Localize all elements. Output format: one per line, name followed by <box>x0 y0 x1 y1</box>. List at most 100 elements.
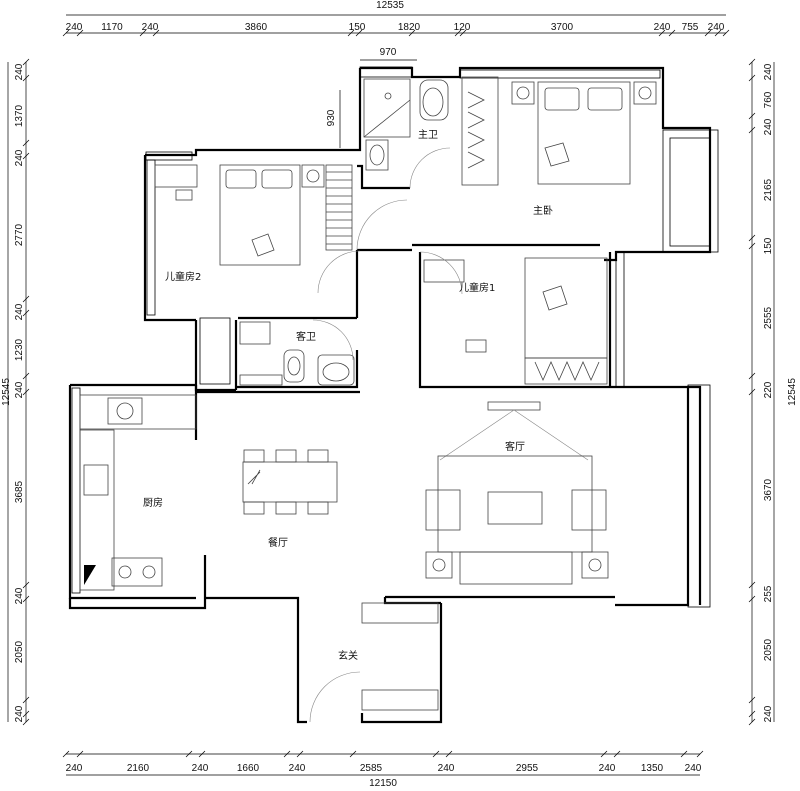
dimension-tick <box>139 29 147 37</box>
left-seg-2: 240 <box>14 149 25 166</box>
kids-room-2-furniture <box>154 164 353 266</box>
dimension-tick <box>22 696 30 704</box>
dimension-tick <box>748 696 756 704</box>
bottom-seg-7: 2955 <box>516 763 539 774</box>
bottom-seg-2: 240 <box>192 763 209 774</box>
top-seg-6: 120 <box>454 22 471 33</box>
dimension-tick <box>22 58 30 66</box>
dimension-tick <box>722 29 730 37</box>
doors <box>309 147 463 723</box>
dimension-left <box>7 58 341 726</box>
room-label-dining-room: 餐厅 <box>268 536 288 549</box>
dimension-tick <box>748 718 756 726</box>
bottom-seg-0: 240 <box>66 763 83 774</box>
dimension-tick <box>600 750 608 758</box>
top-seg-3: 3860 <box>245 22 268 33</box>
left-seg-1: 1370 <box>14 104 25 127</box>
living-room-furniture <box>425 401 609 585</box>
dimension-tick <box>347 29 355 37</box>
dimension-tick <box>22 139 30 147</box>
dimension-tick <box>704 29 712 37</box>
right-seg-0: 240 <box>763 63 774 80</box>
dimension-tick <box>22 74 30 82</box>
dimension-tick <box>198 750 206 758</box>
dimension-bottom <box>62 750 704 776</box>
dimension-tick <box>76 750 84 758</box>
room-label-entrance: 玄关 <box>338 649 358 662</box>
dimension-tick <box>748 372 756 380</box>
dimension-tick <box>748 242 756 250</box>
dimension-tick <box>748 58 756 66</box>
dimension-tick <box>748 581 756 589</box>
bottom-seg-3: 1660 <box>237 763 260 774</box>
master-bath-fixtures <box>363 78 449 171</box>
top-inner-label: 970 <box>380 47 397 58</box>
top-seg-10: 240 <box>708 22 725 33</box>
left-seg-9: 2050 <box>14 640 25 663</box>
dimension-tick <box>408 29 416 37</box>
dimension-tick <box>613 750 621 758</box>
top-seg-8: 240 <box>654 22 671 33</box>
dimension-tick <box>296 750 304 758</box>
top-total-label: 12535 <box>376 0 404 11</box>
dimension-tick <box>714 29 722 37</box>
right-seg-4: 150 <box>763 237 774 254</box>
master-wardrobe <box>461 76 499 186</box>
dimension-tick <box>748 388 756 396</box>
bottom-seg-5: 2585 <box>360 763 383 774</box>
dimension-tick <box>658 29 666 37</box>
windows <box>71 66 719 608</box>
top-seg-7: 3700 <box>551 22 574 33</box>
bottom-seg-10: 240 <box>685 763 702 774</box>
right-seg-5: 2555 <box>763 306 774 329</box>
dimension-tick <box>696 750 704 758</box>
right-seg-2: 240 <box>763 118 774 135</box>
bottom-seg-8: 240 <box>599 763 616 774</box>
dimension-tick <box>152 29 160 37</box>
right-seg-6: 220 <box>763 381 774 398</box>
dimension-tick <box>748 126 756 134</box>
top-seg-0: 240 <box>66 22 83 33</box>
dimension-right <box>748 58 775 726</box>
right-seg-3: 2165 <box>763 178 774 201</box>
dimension-tick <box>62 750 70 758</box>
dimension-tick <box>22 581 30 589</box>
top-seg-9: 755 <box>682 22 699 33</box>
dimension-tick <box>22 372 30 380</box>
left-seg-5: 1230 <box>14 338 25 361</box>
top-seg-5: 1820 <box>398 22 421 33</box>
room-label-kitchen: 厨房 <box>143 496 163 509</box>
entrance-fixtures <box>361 602 439 711</box>
dimension-tick <box>748 710 756 718</box>
top-seg-4: 150 <box>349 22 366 33</box>
dimension-tick <box>185 750 193 758</box>
bottom-seg-9: 1350 <box>641 763 664 774</box>
dimension-tick <box>454 29 462 37</box>
dimension-tick <box>76 29 84 37</box>
left-seg-0: 240 <box>14 63 25 80</box>
top-seg-2: 240 <box>142 22 159 33</box>
dimension-tick <box>748 112 756 120</box>
dimension-tick <box>748 595 756 603</box>
top-seg-1: 1170 <box>101 22 123 33</box>
left-seg-8: 240 <box>14 587 25 604</box>
left-seg-3: 2770 <box>14 223 25 246</box>
right-seg-1: 760 <box>763 91 774 108</box>
left-seg-10: 240 <box>14 705 25 722</box>
room-label-kids-room-1: 儿童房1 <box>459 281 495 294</box>
right-seg-10: 240 <box>763 705 774 722</box>
left-seg-6: 240 <box>14 381 25 398</box>
dimension-tick <box>355 29 363 37</box>
left-total-label: 12545 <box>1 378 12 406</box>
dimension-tick <box>432 750 440 758</box>
dimension-tick <box>22 152 30 160</box>
room-label-living-room: 客厅 <box>505 440 525 453</box>
dimension-tick <box>62 29 70 37</box>
room-label-master-bedroom: 主卧 <box>533 204 553 217</box>
room-label-master-bath: 主卫 <box>418 129 438 141</box>
kids-room-1-furniture <box>423 257 608 385</box>
left-inner-label: 930 <box>326 109 337 126</box>
dimension-tick <box>459 29 467 37</box>
bottom-seg-1: 2160 <box>127 763 150 774</box>
